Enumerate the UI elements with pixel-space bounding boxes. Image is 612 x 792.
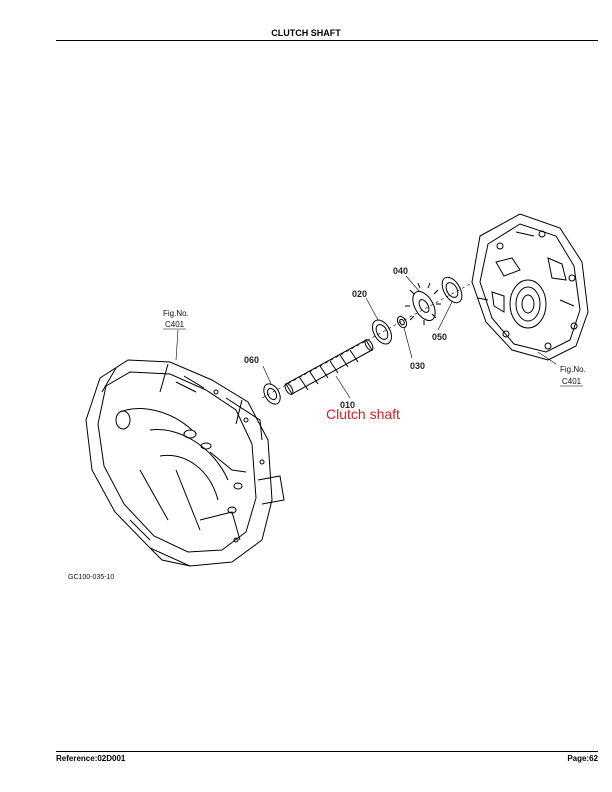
callout-040: 040 [393, 266, 408, 276]
reference-code: Reference:02D001 [56, 754, 126, 763]
diagram-caption: Clutch shaft [326, 406, 400, 422]
fig-ref-right-number: C401 [562, 377, 582, 386]
part-010-clutch-shaft [284, 339, 374, 395]
callout-030: 030 [410, 361, 425, 371]
transmission-case-left [85, 359, 285, 567]
fig-ref-left-number: C401 [165, 320, 185, 329]
drawing-id: GC100-035-10 [68, 574, 114, 581]
cover-housing-right [471, 213, 589, 361]
header-divider [56, 40, 598, 41]
callout-060: 060 [244, 355, 259, 365]
callout-050: 050 [432, 332, 447, 342]
part-040-gear [405, 282, 441, 325]
part-020-ball-bearing [372, 319, 392, 345]
part-050-ball-bearing [441, 276, 463, 304]
callout-010: 010 [340, 400, 355, 410]
callout-020: 020 [352, 289, 367, 299]
footer-divider [56, 751, 598, 752]
leader-lines [175, 275, 557, 399]
fig-ref-left-label: Fig.No. [163, 309, 189, 318]
page-number: Page:62 [567, 754, 598, 763]
page-title: CLUTCH SHAFT [271, 28, 341, 38]
fig-ref-right-label: Fig.No. [560, 365, 586, 374]
part-060-oil-seal [263, 383, 281, 405]
part-030-collar [396, 315, 408, 329]
